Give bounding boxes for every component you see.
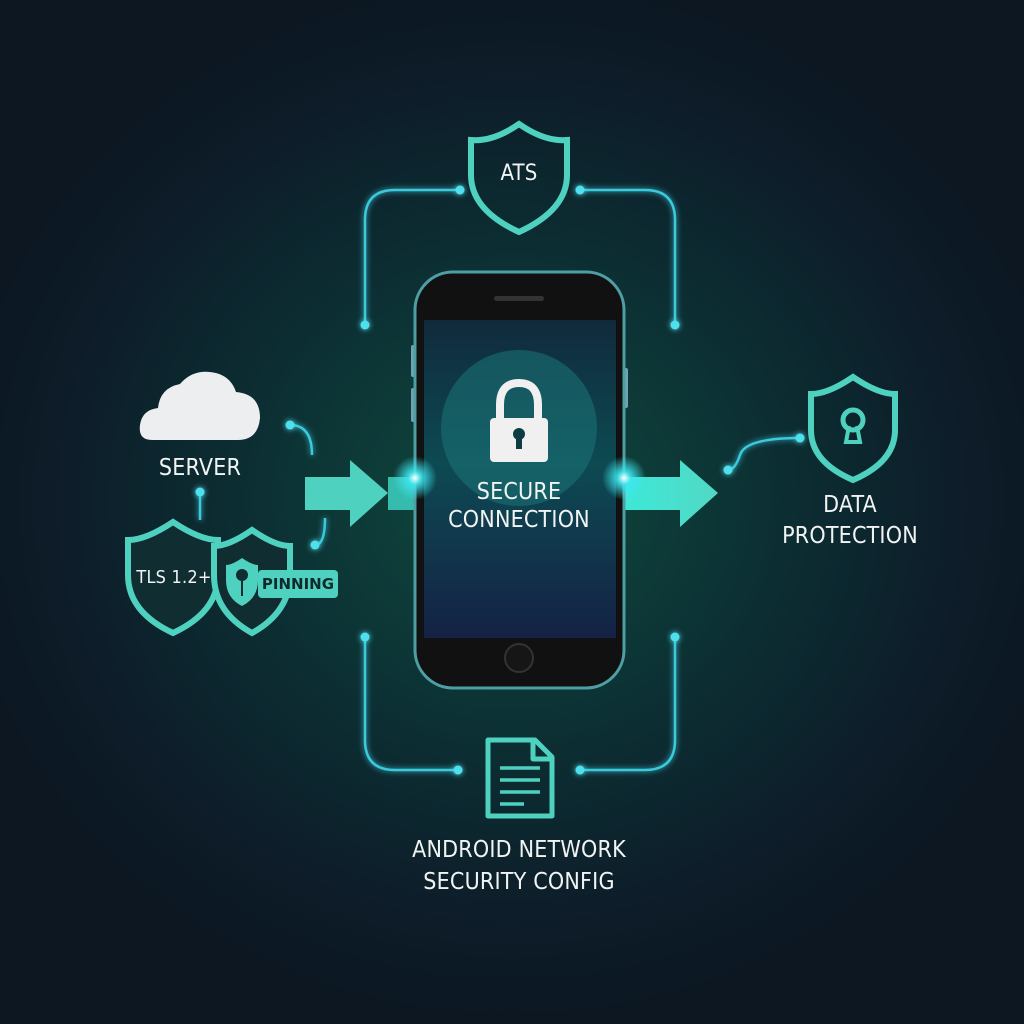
smartphone: [411, 270, 628, 690]
connector-lines: [198, 188, 801, 772]
tls-label: TLS 1.2+: [136, 567, 212, 588]
pinning-badge: PINNING: [258, 570, 338, 598]
connection-label: CONNECTION: [448, 507, 590, 533]
keyhole-shield-icon: [808, 373, 898, 484]
protection-label: PROTECTION: [782, 523, 918, 549]
android-network-label: ANDROID NETWORK: [412, 837, 626, 863]
connector-dots: [195, 185, 805, 775]
cloud-icon: [139, 371, 260, 440]
server-label: SERVER: [158, 455, 242, 481]
padlock-icon: [490, 378, 548, 462]
security-config-label: SECURITY CONFIG: [423, 869, 615, 895]
secure-label: SECURE: [476, 479, 562, 505]
ats-shield-icon: [468, 120, 570, 236]
ats-label: ATS: [500, 161, 538, 186]
left-arrow-icon: [305, 460, 388, 527]
data-label: DATA: [823, 492, 877, 518]
right-arrow-icon: [624, 460, 718, 527]
tls-shield-icon: [125, 518, 221, 637]
document-icon: [485, 737, 555, 819]
